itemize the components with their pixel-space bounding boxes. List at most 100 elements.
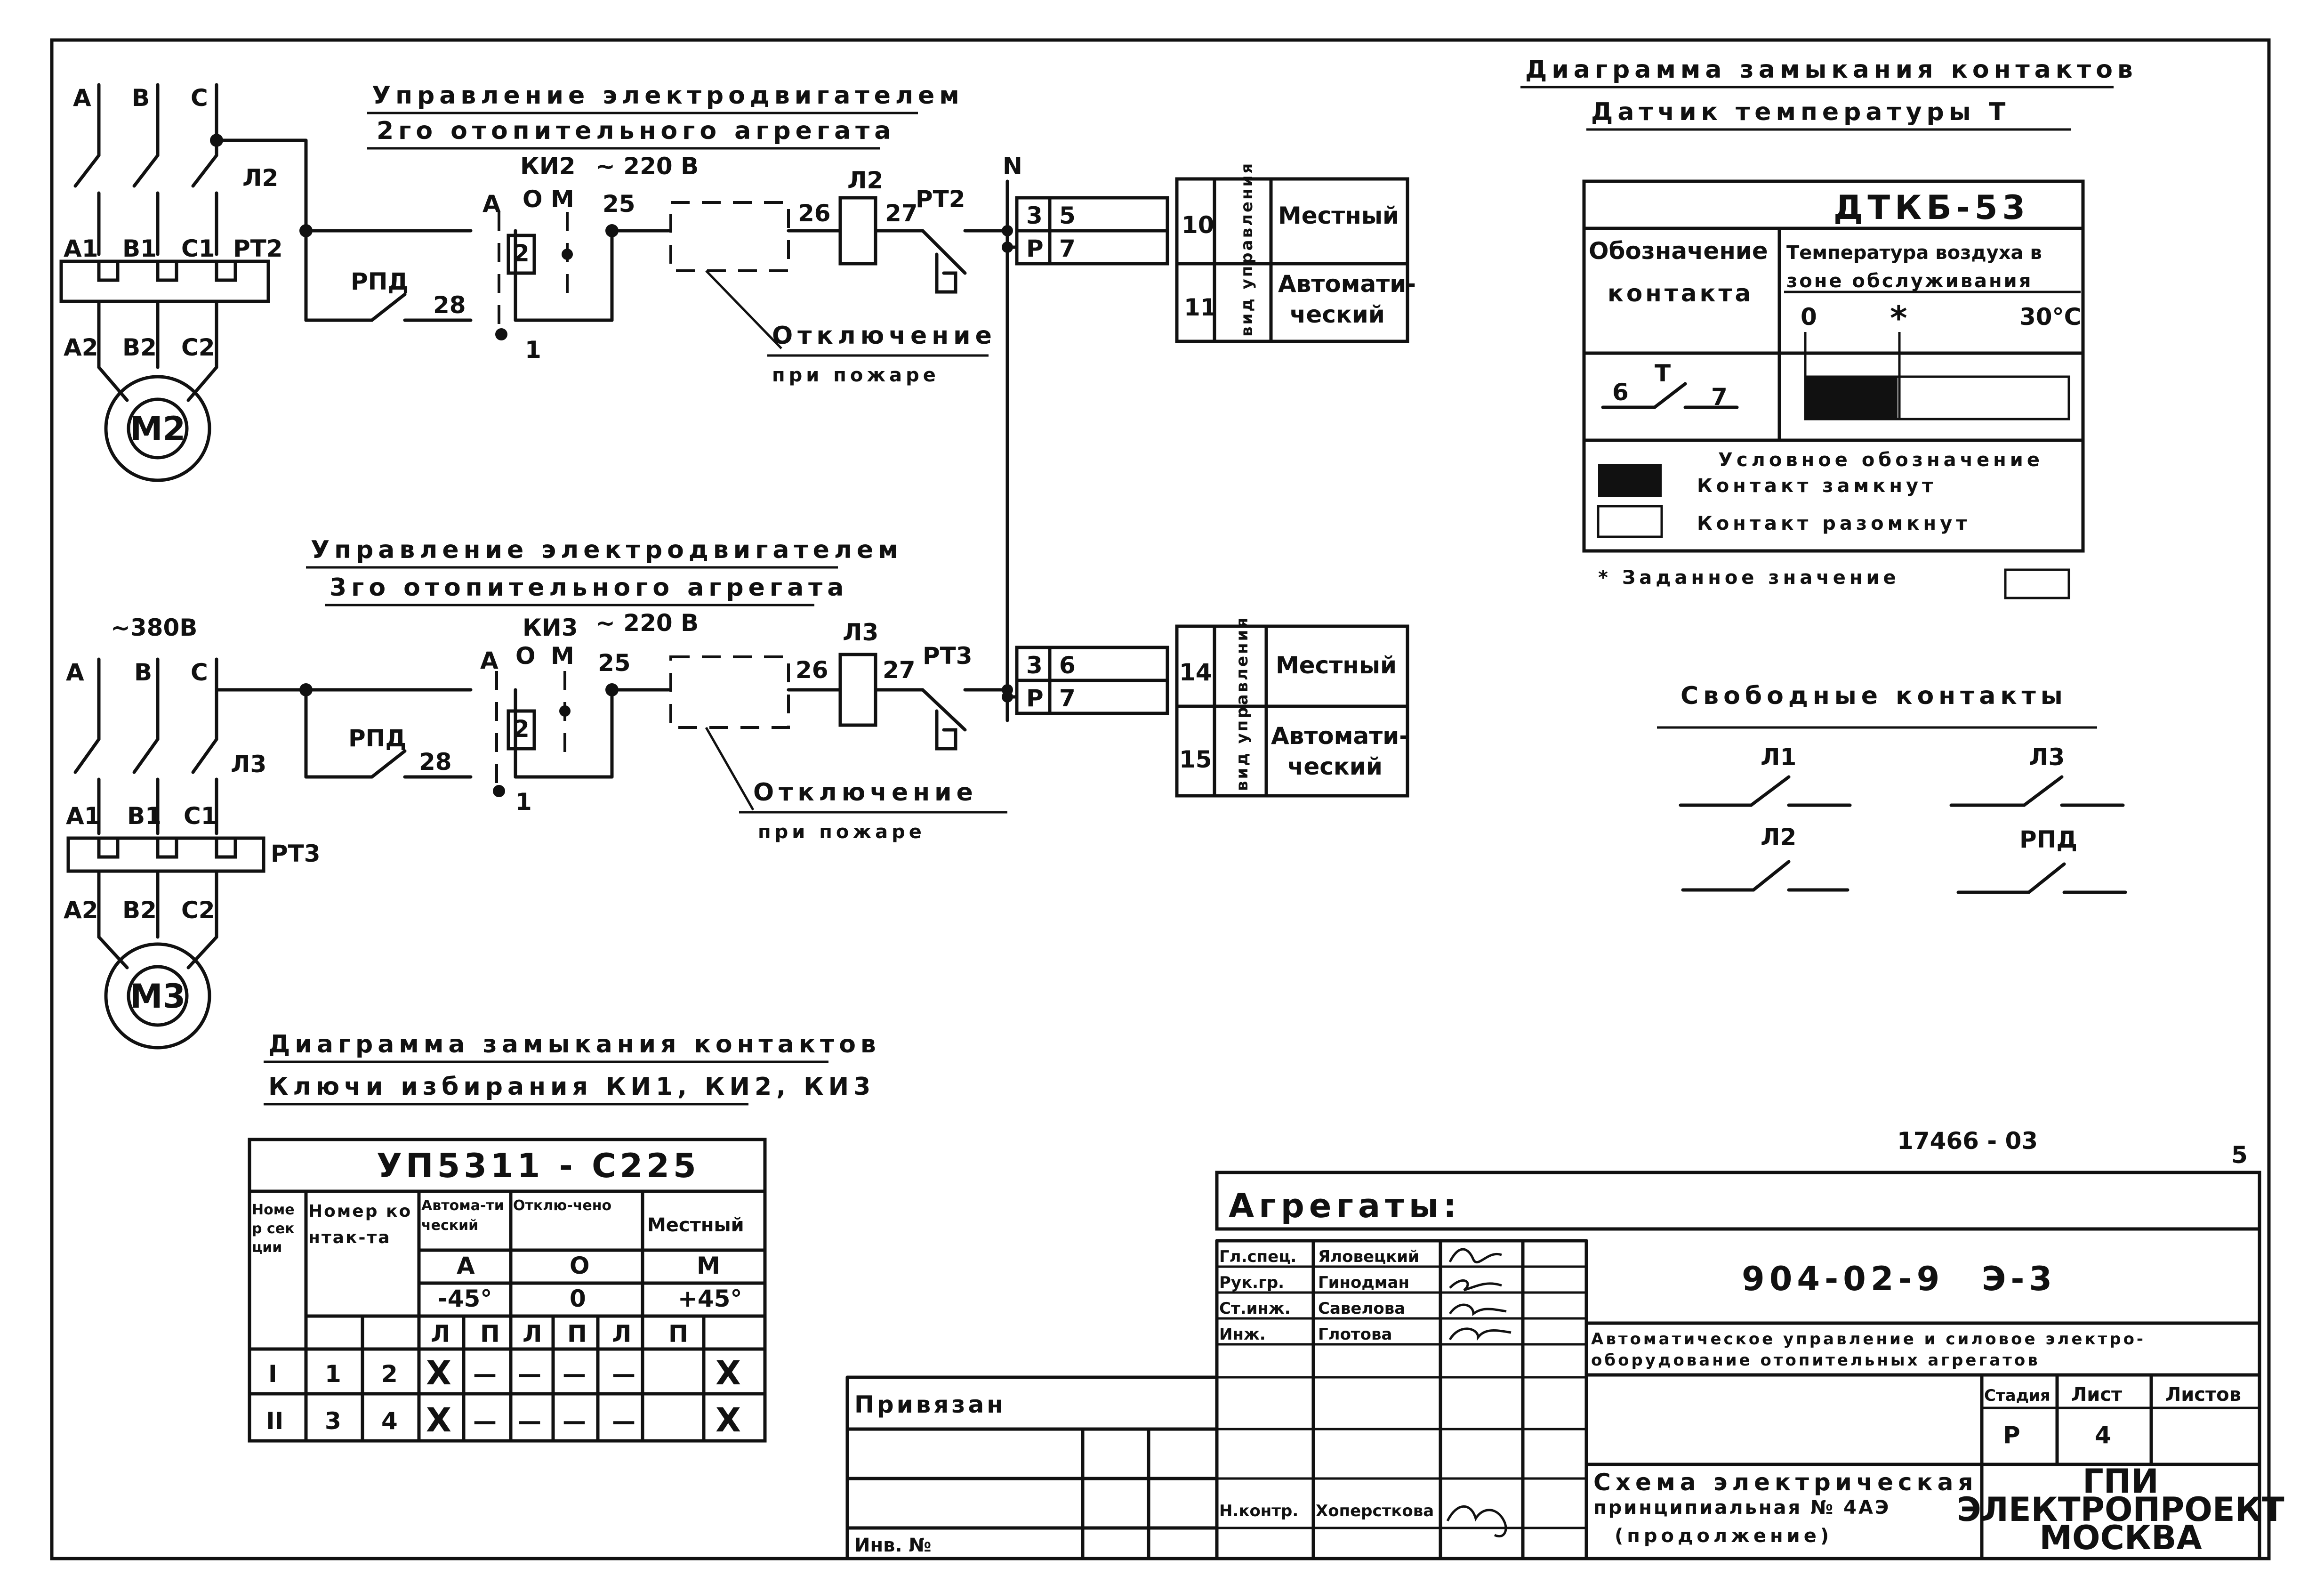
svg-text:Р: Р — [2003, 1422, 2020, 1449]
svg-text:C1: C1 — [181, 235, 215, 262]
svg-text:Л: Л — [612, 1320, 632, 1348]
svg-text:Стадия: Стадия — [1984, 1386, 2051, 1405]
svg-text:A: A — [66, 659, 84, 686]
svg-text:B1: B1 — [127, 802, 161, 830]
svg-text:—: — — [473, 1360, 497, 1388]
svg-text:Обозначение: Обозначение — [1589, 237, 1768, 265]
svg-text:Савелова: Савелова — [1318, 1299, 1405, 1318]
svg-text:14: 14 — [1179, 659, 1212, 686]
svg-text:—: — — [518, 1360, 541, 1388]
svg-text:Л: Л — [523, 1320, 542, 1348]
svg-text:—: — — [473, 1407, 497, 1435]
svg-text:П: П — [567, 1320, 587, 1348]
svg-text:26: 26 — [798, 200, 831, 227]
sheet-border — [50, 38, 2271, 1560]
svg-text:3го отопительного агрегата: 3го отопительного агрегата — [330, 574, 848, 602]
phase-c-label: C — [191, 84, 208, 112]
svg-text:5: 5 — [2231, 1141, 2248, 1169]
svg-text:-45°: -45° — [438, 1285, 492, 1312]
svg-text:Местный: Местный — [1278, 202, 1399, 229]
svg-text:КИ3: КИ3 — [523, 614, 578, 641]
motor-m2 — [104, 375, 211, 482]
thermal-relay-rt2 — [59, 259, 270, 303]
svg-text:М: М — [551, 186, 574, 213]
svg-text:28: 28 — [419, 748, 452, 776]
svg-text:B: B — [134, 659, 152, 686]
coil-l3 — [838, 653, 877, 727]
svg-text:Листов: Листов — [2165, 1384, 2241, 1406]
svg-text:О: О — [515, 642, 536, 670]
svg-text:3: 3 — [1026, 652, 1043, 679]
signature-2 — [1449, 1279, 1502, 1292]
svg-text:А: А — [480, 647, 499, 674]
svg-text:ЭЛЕКТРОПРОЕКТ: ЭЛЕКТРОПРОЕКТ — [1957, 1490, 2284, 1529]
svg-text:2: 2 — [513, 715, 530, 743]
svg-text:МОСКВА: МОСКВА — [2039, 1519, 2202, 1557]
svg-text:РТ2: РТ2 — [233, 235, 283, 262]
svg-text:X: X — [426, 1354, 451, 1392]
svg-text:Агрегаты:: Агрегаты: — [1229, 1187, 1461, 1225]
svg-text:Отключение: Отключение — [772, 322, 997, 350]
temp-diagram-title2: Датчик температуры Т — [1591, 98, 2010, 126]
svg-text:зоне обслуживания: зоне обслуживания — [1786, 270, 2033, 292]
svg-text:Свободные контакты: Свободные контакты — [1681, 682, 2067, 710]
svg-text:Диаграмма замыкания контактов: Диаграмма замыкания контактов — [268, 1030, 881, 1059]
svg-text:Гл.спец.: Гл.спец. — [1219, 1247, 1296, 1266]
neutral-bus: N — [1003, 153, 1022, 722]
svg-text:Яловецкий: Яловецкий — [1318, 1247, 1419, 1266]
svg-text:C2: C2 — [181, 334, 215, 361]
svg-text:B2: B2 — [122, 334, 157, 361]
svg-text:Л: Л — [431, 1320, 450, 1348]
key-table — [248, 1138, 767, 1443]
svg-text:РТ2: РТ2 — [916, 186, 965, 213]
svg-text:Ключи избирания КИ1, КИ2, КИ3: Ключи избирания КИ1, КИ2, КИ3 — [268, 1073, 875, 1101]
svg-text:* Заданное значение: * Заданное значение — [1598, 567, 1900, 589]
svg-text:Лист: Лист — [2071, 1384, 2123, 1406]
coil-l2 — [838, 196, 877, 266]
signature-4 — [1448, 1327, 1512, 1341]
svg-text:Инв. №: Инв. № — [854, 1535, 932, 1556]
svg-text:X: X — [716, 1354, 741, 1392]
svg-text:N: N — [1003, 153, 1022, 180]
motor-m2-label: М2 — [130, 410, 185, 448]
svg-text:A1: A1 — [66, 802, 101, 830]
svg-text:М: М — [697, 1252, 720, 1279]
svg-text:Э-3: Э-3 — [1982, 1260, 2057, 1298]
svg-text:Т: Т — [1655, 360, 1671, 387]
control-mode-box-2 — [1175, 177, 1409, 343]
setpoint-swatch — [2004, 568, 2070, 599]
svg-text:при пожаре: при пожаре — [772, 364, 940, 386]
svg-text:A2: A2 — [64, 334, 98, 361]
svg-text:Р: Р — [1026, 235, 1044, 262]
legend-open-swatch — [1597, 505, 1663, 538]
svg-text:—: — — [612, 1360, 635, 1388]
svg-text:4: 4 — [2095, 1422, 2111, 1449]
svg-text:7: 7 — [1059, 235, 1076, 262]
svg-text:Хоперсткова: Хоперсткова — [1316, 1502, 1434, 1520]
svg-text:4: 4 — [381, 1407, 398, 1435]
svg-text:Местный: Местный — [1276, 652, 1397, 679]
svg-text:РПД: РПД — [351, 268, 409, 295]
svg-text:3: 3 — [325, 1407, 341, 1435]
svg-text:C: C — [191, 659, 208, 686]
temp-table — [1582, 179, 2085, 553]
svg-text:28: 28 — [433, 291, 466, 319]
svg-text:ческий: ческий — [1287, 753, 1383, 780]
svg-text:I: I — [268, 1360, 277, 1388]
svg-text:B2: B2 — [122, 897, 157, 924]
signature-5 — [1446, 1505, 1507, 1538]
key-contact-diagram: Диаграмма замыкания контактов Ключи изби… — [248, 1030, 881, 1443]
motor-m3-label: М3 — [130, 977, 185, 1016]
svg-text:~380В: ~380В — [111, 614, 197, 641]
svg-text:Автомати-: Автомати- — [1278, 270, 1416, 298]
thermal-relay-rt3 — [66, 836, 265, 873]
temp-diagram-title1: Диаграмма замыкания контактов — [1525, 56, 2138, 84]
title-block: 17466 - 03 5 Агрегаты: Привязан Инв. № Г… — [845, 1127, 2284, 1560]
svg-text:5: 5 — [1059, 202, 1076, 229]
svg-text:Местный: Местный — [647, 1214, 744, 1236]
svg-text:РТ3: РТ3 — [271, 840, 321, 867]
svg-text:A1: A1 — [64, 235, 98, 262]
signature-1 — [1448, 1248, 1502, 1264]
svg-text:0: 0 — [570, 1285, 586, 1312]
